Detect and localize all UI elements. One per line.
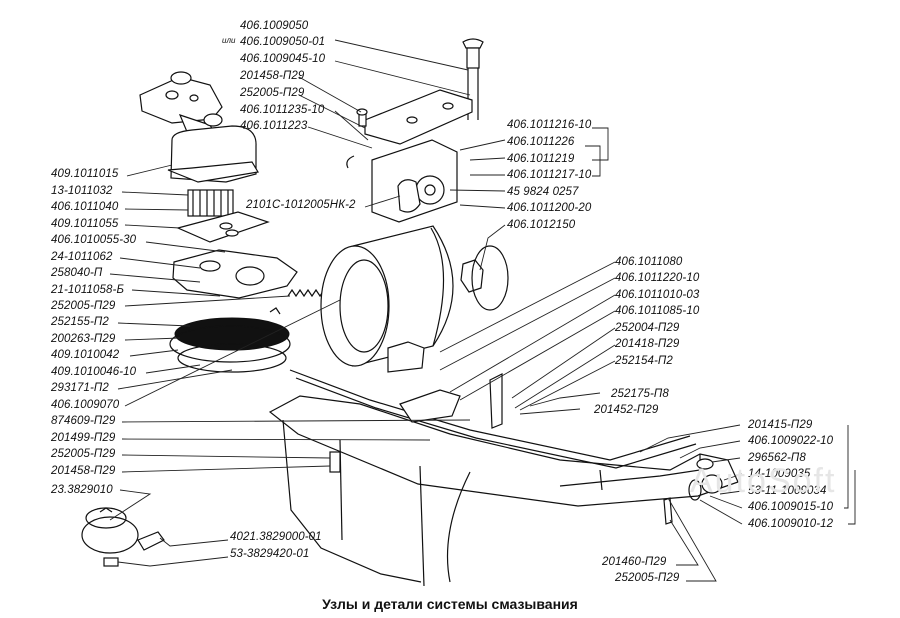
part-label: 406.1011223 bbox=[240, 120, 308, 132]
part-label: 252005-П29 bbox=[51, 448, 116, 460]
part-label: 45 9824 0257 bbox=[507, 186, 579, 198]
part-label: 252154-П2 bbox=[615, 355, 673, 367]
part-label: 252155-П2 bbox=[51, 316, 109, 328]
part-label: 409.1011015 bbox=[51, 168, 119, 180]
part-label: 252005-П29 bbox=[51, 300, 116, 312]
part-label: 201415-П29 bbox=[748, 419, 813, 431]
part-label: 201418-П29 bbox=[615, 338, 680, 350]
part-label: 406.1012150 bbox=[507, 219, 576, 231]
part-label: 252005-П29 bbox=[615, 572, 680, 584]
part-label: 201460-П29 bbox=[602, 556, 667, 568]
oil-pump-drive bbox=[346, 89, 473, 223]
part-label: 252175-П8 bbox=[611, 388, 669, 400]
part-label: 406.1010055-30 bbox=[51, 234, 137, 246]
part-label: 2101С-1012005НК-2 bbox=[246, 199, 356, 211]
part-label: 14-1009035 bbox=[748, 468, 811, 480]
part-label: 200263-П29 bbox=[51, 333, 116, 345]
part-label: 406.1011235-10 bbox=[240, 104, 325, 116]
part-label: 293171-П2 bbox=[51, 382, 109, 394]
part-label: 258040-П bbox=[51, 267, 103, 279]
part-label: 53-11-1009034 bbox=[748, 485, 827, 497]
part-label: 406.1011216-10 bbox=[507, 119, 592, 131]
part-label: 53-3829420-01 bbox=[230, 548, 310, 560]
part-label: 406.1009050 bbox=[240, 20, 309, 32]
part-label: 406.1009045-10 bbox=[240, 53, 326, 65]
oil-filter bbox=[320, 225, 509, 373]
oil-pressure-sensor bbox=[81, 507, 165, 567]
part-label: 409.1010046-10 bbox=[51, 366, 137, 378]
part-label: 406.1009022-10 bbox=[748, 435, 834, 447]
part-label: 406.1011080 bbox=[615, 256, 683, 268]
or-note: или bbox=[222, 36, 236, 45]
part-label: 406.1009010-12 bbox=[748, 518, 834, 530]
part-label: 406.1011010-03 bbox=[615, 289, 700, 301]
part-label: 406.1011085-10 bbox=[615, 305, 700, 317]
part-label: 296562-П8 bbox=[748, 452, 806, 464]
part-label: 406.1011200-20 bbox=[507, 202, 592, 214]
part-label: 406.1011040 bbox=[51, 201, 119, 213]
part-label: 406.1011226 bbox=[507, 136, 575, 148]
dipstick bbox=[462, 38, 484, 120]
part-label: 409.1010042 bbox=[51, 349, 120, 361]
part-label: 201458-П29 bbox=[240, 70, 305, 82]
part-label: 201499-П29 bbox=[51, 432, 116, 444]
part-label: 406.1011219 bbox=[507, 153, 575, 165]
part-label: 406.1009050-01 bbox=[240, 36, 326, 48]
oil-pump bbox=[139, 71, 298, 299]
part-label: 23.3829010 bbox=[51, 484, 113, 496]
oil-pan bbox=[268, 373, 739, 587]
part-label: 409.1011055 bbox=[51, 218, 119, 230]
diagram-caption: Узлы и детали системы смазывания bbox=[322, 596, 578, 612]
part-label: 201458-П29 bbox=[51, 465, 116, 477]
part-label: 252005-П29 bbox=[240, 87, 305, 99]
part-label: 201452-П29 bbox=[594, 404, 659, 416]
part-label: 252004-П29 bbox=[615, 322, 680, 334]
pan-gasket bbox=[289, 369, 697, 469]
part-label: 406.1009070 bbox=[51, 399, 120, 411]
part-label: 13-1011032 bbox=[51, 185, 113, 197]
part-label: 406.1011217-10 bbox=[507, 169, 592, 181]
part-label: 874609-П29 bbox=[51, 415, 116, 427]
part-label: 4021.3829000-01 bbox=[230, 531, 322, 543]
part-label: 406.1009015-10 bbox=[748, 501, 834, 513]
part-label: 21-1011058-Б bbox=[51, 284, 125, 296]
part-label: 406.1011220-10 bbox=[615, 272, 700, 284]
part-label: 24-1011062 bbox=[51, 251, 113, 263]
leader-lines bbox=[109, 39, 856, 582]
oil-strainer bbox=[169, 307, 291, 373]
watermark: AutoSoft bbox=[690, 462, 837, 500]
